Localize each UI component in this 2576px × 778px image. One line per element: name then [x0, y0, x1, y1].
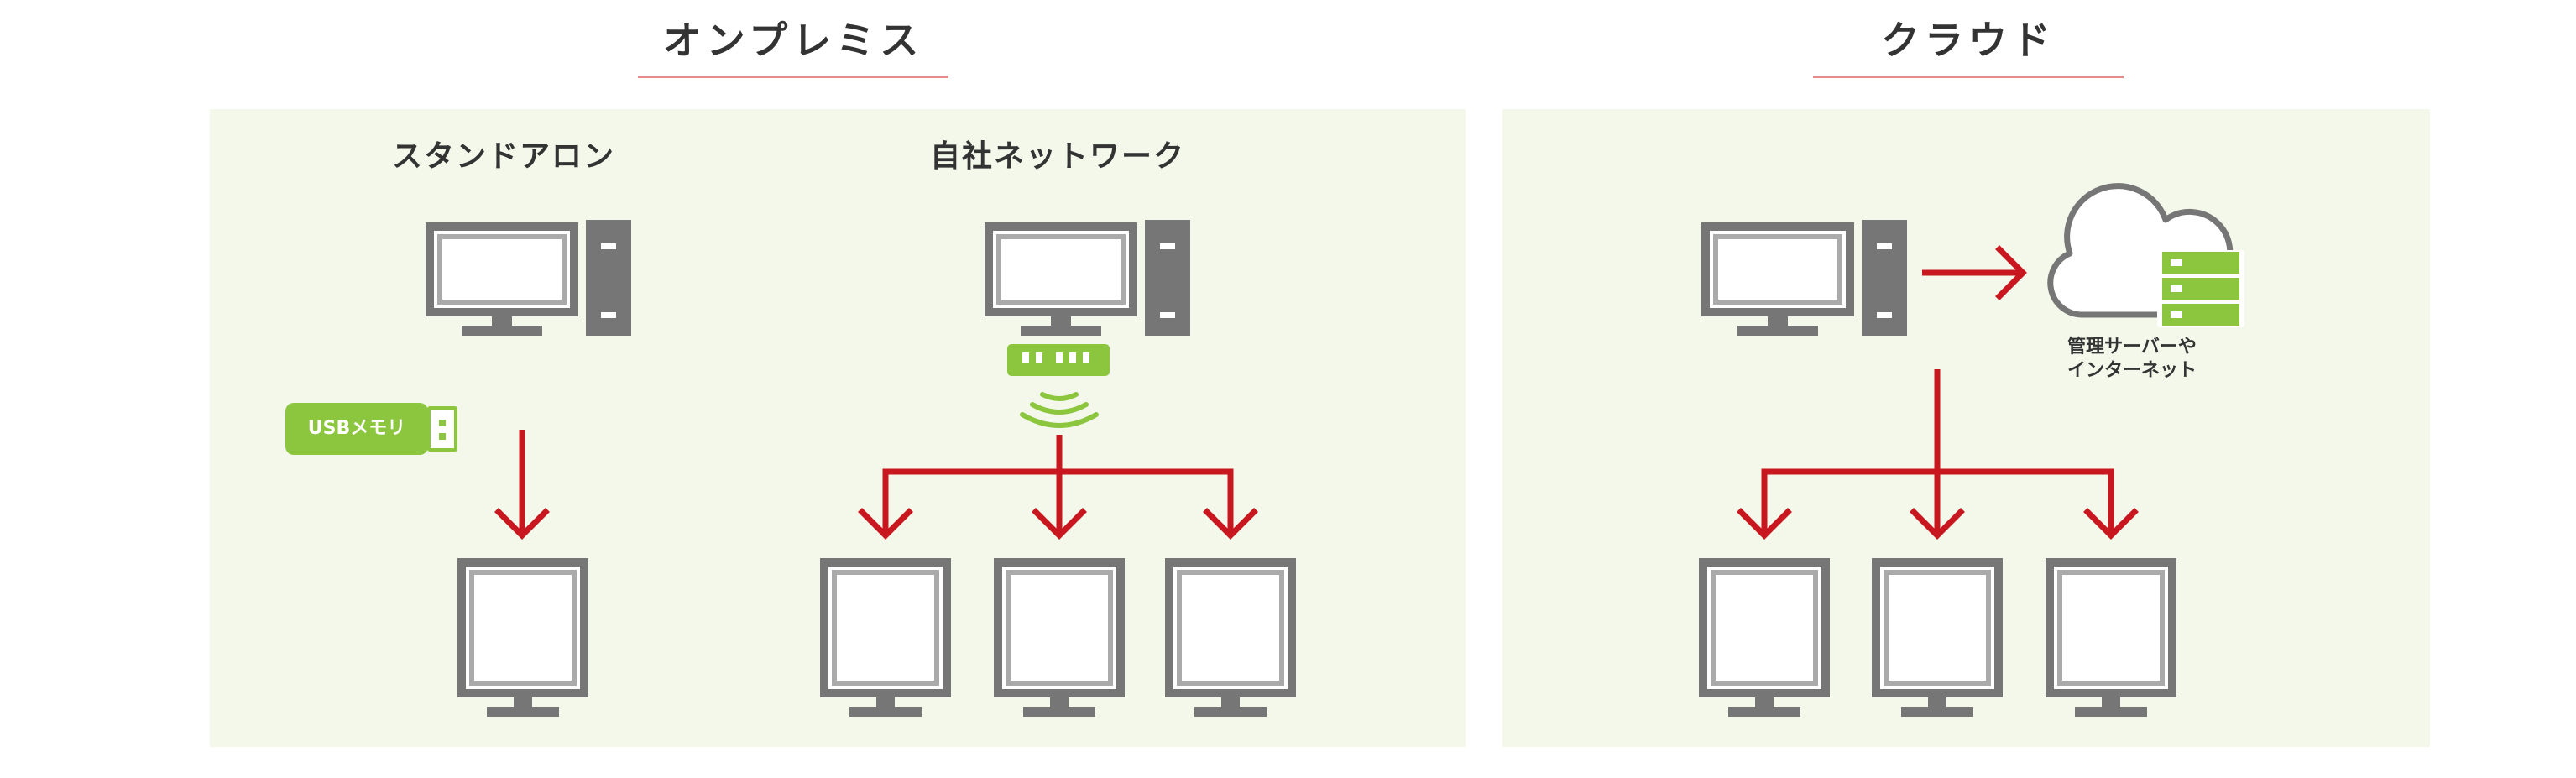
usb-stick-icon: USBメモリ [285, 403, 428, 455]
standalone-arrow [499, 430, 546, 535]
cloud-monitor-icon-1 [1703, 562, 1826, 717]
network-monitor-icon-3 [1169, 562, 1292, 717]
network-monitor-icon-2 [998, 562, 1121, 717]
cloud-monitor-icon-2 [1876, 562, 1999, 717]
standalone-monitor-icon [462, 562, 584, 717]
cloud-upload-arrow [1922, 245, 2027, 300]
cloud-monitor-icon-3 [2050, 562, 2172, 717]
cloud-arrows [1741, 369, 2134, 535]
heading-cloud: クラウド [1881, 18, 2056, 63]
cloud-server-label: 管理サーバーや インターネット [2048, 336, 2216, 383]
heading-on-premise: オンプレミス [662, 18, 924, 63]
usb-label: USBメモリ [307, 418, 406, 439]
network-arrows [862, 435, 1254, 535]
section-standalone: スタンドアロン [391, 139, 615, 174]
usb-connector-icon [427, 406, 457, 452]
heading-on-premise-underline [638, 76, 948, 78]
heading-cloud-underline [1813, 76, 2124, 78]
cloud-server-icon [2047, 183, 2244, 327]
section-in-house-network: 自社ネットワーク [929, 139, 1185, 174]
network-pc-icon [989, 220, 1190, 336]
cloud-server-label-line-1: 管理サーバーや [2067, 337, 2197, 358]
cloud-server-label-line-2: インターネット [2067, 360, 2197, 381]
wifi-router-icon [1007, 344, 1110, 428]
standalone-pc-icon [430, 220, 631, 336]
network-monitor-icon-1 [824, 562, 947, 717]
cloud-pc-icon [1706, 220, 1907, 336]
